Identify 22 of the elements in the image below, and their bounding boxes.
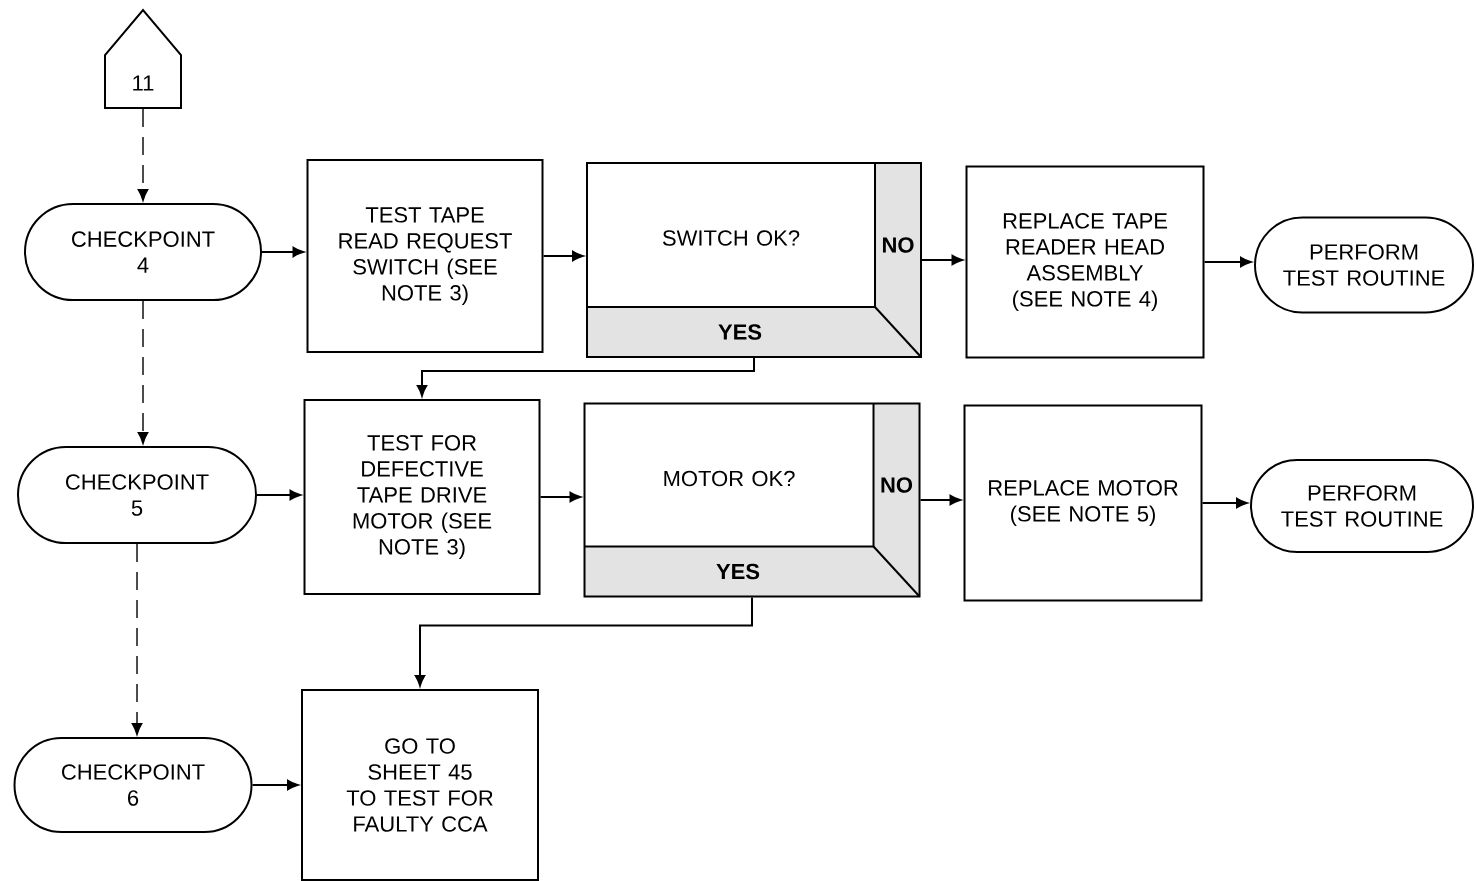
decision-box: MOTOR OK? NO YES xyxy=(583,402,921,598)
process-box: GO TO SHEET 45 TO TEST FOR FAULTY CCA xyxy=(301,689,539,881)
arrow xyxy=(251,779,299,791)
arrow xyxy=(539,491,581,503)
arrow xyxy=(1201,497,1248,509)
arrow xyxy=(919,494,961,506)
process-box: REPLACE TAPE READER HEAD ASSEMBLY (SEE NOTE 4) xyxy=(965,165,1205,359)
arrow xyxy=(256,489,301,501)
arrow xyxy=(414,596,753,687)
off-page-connector: 11 xyxy=(104,8,182,109)
arrow xyxy=(416,357,755,397)
arrow xyxy=(921,254,963,266)
arrow xyxy=(137,108,149,202)
process-box: TEST TAPE READ REQUEST SWITCH (SEE NOTE 3) xyxy=(306,159,544,353)
arrow xyxy=(1203,256,1252,268)
arrow xyxy=(137,300,149,445)
process-box: TEST FOR DEFECTIVE TAPE DRIVE MOTOR (SEE NOTE 3) xyxy=(303,399,541,595)
arrow xyxy=(542,250,584,262)
process-box: REPLACE MOTOR (SEE NOTE 5) xyxy=(963,404,1203,602)
decision-box: SWITCH OK? NO YES xyxy=(586,162,922,358)
arrow xyxy=(131,543,143,736)
arrow xyxy=(261,246,304,258)
